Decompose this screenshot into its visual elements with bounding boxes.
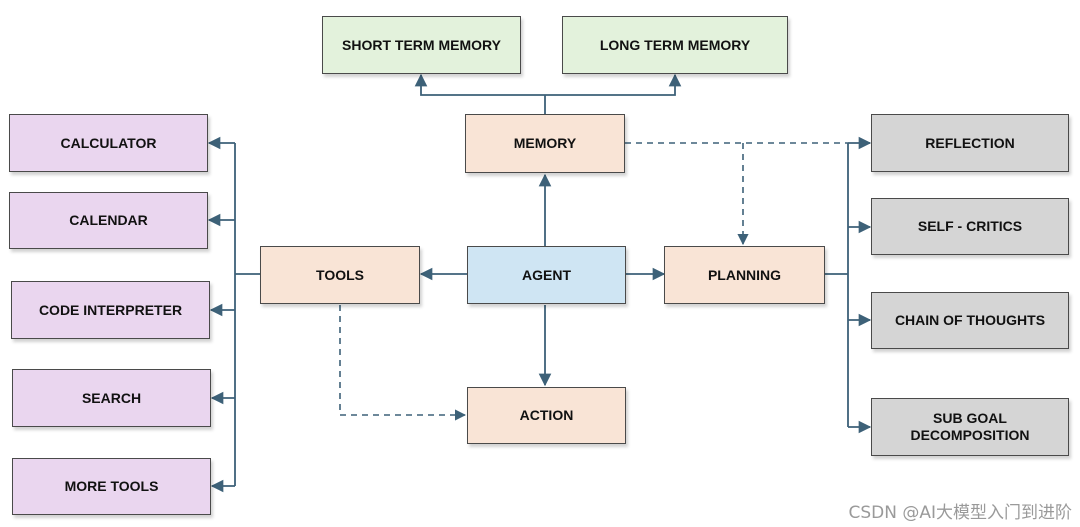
connector-memory-long-term [545,73,682,96]
code-interpreter-box: CODE INTERPRETER [11,281,210,339]
search-label: SEARCH [81,389,142,406]
connector-tools-bus [234,143,260,486]
chain-of-thoughts-label: CHAIN OF THOUGHTS [894,312,1046,328]
sub-goal-decomposition-box: SUB GOAL DECOMPOSITION [871,398,1069,456]
tools-label: TOOLS [316,266,364,283]
calculator-label: CALCULATOR [60,134,157,151]
self-critics-box: SELF - CRITICS [871,198,1069,255]
dashed-tools-action [339,305,467,421]
reflection-label: REFLECTION [925,134,1015,151]
short-term-memory-box: SHORT TERM MEMORY [322,16,521,74]
calendar-label: CALENDAR [69,212,148,228]
more-tools-box: MORE TOOLS [12,458,211,515]
calendar-box: CALENDAR [9,192,208,249]
chain-of-thoughts-box: CHAIN OF THOUGHTS [871,292,1069,349]
long-term-memory-box: LONG TERM MEMORY [562,16,788,74]
planning-box: PLANNING [664,246,825,304]
self-critics-label: SELF - CRITICS [917,218,1023,234]
calculator-box: CALCULATOR [9,114,208,172]
search-box: SEARCH [12,369,211,427]
code-interpreter-label: CODE INTERPRETER [38,301,183,318]
tools-box: TOOLS [260,246,420,304]
sub-goal-label-line1: SUB GOAL [933,410,1007,426]
connector-planning-bus [825,143,849,427]
more-tools-label: MORE TOOLS [64,478,159,494]
planning-label: PLANNING [707,266,782,283]
watermark-text: CSDN @AI大模型入门到进阶 [848,503,1072,523]
action-box: ACTION [467,387,626,444]
short-term-memory-label: SHORT TERM MEMORY [342,36,501,53]
memory-label: MEMORY [513,135,577,151]
long-term-memory-label: LONG TERM MEMORY [599,36,751,53]
memory-box: MEMORY [465,114,625,173]
reflection-box: REFLECTION [871,114,1069,172]
action-label: ACTION [519,407,574,423]
connector-memory-short-term [414,73,545,96]
agent-box: AGENT [467,246,626,304]
sub-goal-label-line2: DECOMPOSITION [910,427,1030,443]
agent-label: AGENT [522,266,571,283]
